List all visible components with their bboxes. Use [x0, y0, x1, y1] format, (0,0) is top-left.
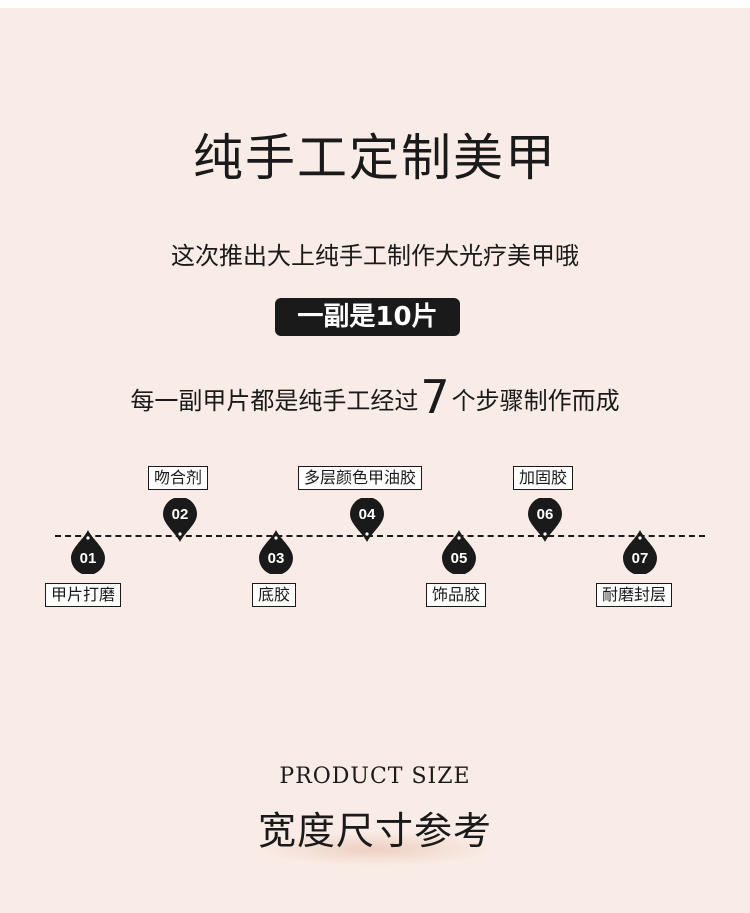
step-marker-05: 05: [442, 530, 476, 574]
step-number: 03: [267, 550, 285, 567]
step-marker-04: 04: [350, 498, 384, 542]
page-title: 纯手工定制美甲: [193, 129, 557, 187]
steps-count: 7: [420, 370, 450, 424]
drop-icon: [163, 498, 197, 542]
step-marker-02: 02: [163, 498, 197, 542]
drop-icon: [528, 498, 562, 542]
width-size-title: 宽度尺寸参考: [257, 809, 492, 853]
timeline-dashed-line: [55, 535, 705, 537]
pieces-badge: 一副是10片: [275, 298, 460, 336]
step-label-02: 吻合剂: [148, 466, 209, 490]
drop-icon: [623, 530, 657, 574]
step-marker-06: 06: [528, 498, 562, 542]
step-label-05: 饰品胶: [426, 583, 487, 607]
steps-intro: 每一副甲片都是纯手工经过7个步骤制作而成: [0, 370, 750, 424]
step-number: 05: [450, 550, 468, 567]
drop-icon: [259, 530, 293, 574]
step-number: 07: [631, 550, 649, 567]
page-subtitle: 这次推出大上纯手工制作大光疗美甲哦: [171, 242, 579, 270]
step-label-04: 多层颜色甲油胶: [298, 466, 423, 490]
product-size-heading: PRODUCT SIZE: [279, 764, 471, 789]
step-label-07: 耐磨封层: [596, 583, 673, 607]
steps-intro-suffix: 个步骤制作而成: [451, 387, 620, 415]
step-number: 02: [171, 506, 189, 523]
drop-icon: [71, 530, 105, 574]
step-marker-03: 03: [259, 530, 293, 574]
step-marker-07: 07: [623, 530, 657, 574]
step-number: 06: [536, 506, 554, 523]
title-glow: [258, 832, 492, 866]
step-label-01: 甲片打磨: [45, 583, 122, 607]
steps-intro-prefix: 每一副甲片都是纯手工经过: [130, 387, 419, 415]
content-panel: [0, 8, 750, 913]
step-label-06: 加固胶: [513, 466, 574, 490]
step-marker-01: 01: [71, 530, 105, 574]
step-number: 04: [358, 506, 376, 523]
drop-icon: [350, 498, 384, 542]
drop-icon: [442, 530, 476, 574]
step-label-03: 底胶: [252, 583, 297, 607]
step-number: 01: [79, 550, 97, 567]
